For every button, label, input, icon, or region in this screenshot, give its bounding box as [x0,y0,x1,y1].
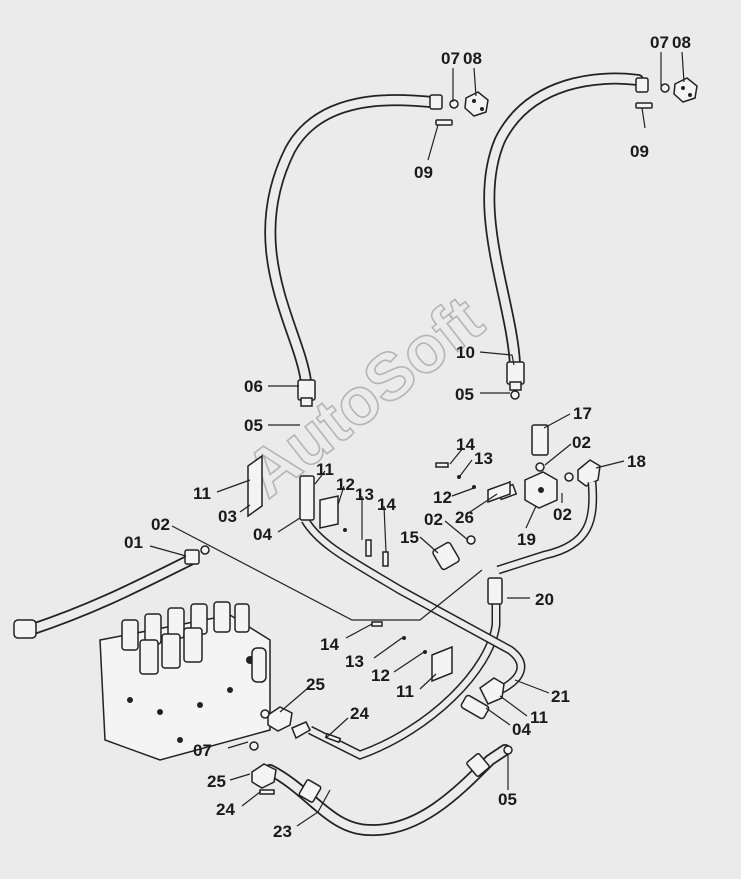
label-12: 12 [371,666,390,685]
hose-23 [264,744,513,837]
label-19: 19 [517,530,536,549]
label-21: 21 [551,687,570,706]
label-13: 13 [345,652,364,671]
label-25: 25 [306,675,325,694]
label-13: 13 [355,485,374,504]
label-24: 24 [216,800,235,819]
label-03: 03 [218,507,237,526]
fitting-15 [432,535,476,571]
label-05: 05 [455,385,474,404]
bracket-03 [247,454,389,567]
label-18: 18 [627,452,646,471]
label-08: 08 [672,33,691,52]
valve-block-19 [496,424,601,575]
label-12: 12 [433,488,452,507]
bracket-11-mid [371,621,453,683]
label-14: 14 [456,435,475,454]
part-labels: 07 08 09 07 08 09 10 05 06 05 17 14 13 0… [124,33,691,841]
label-11: 11 [193,484,211,503]
label-07: 07 [441,49,460,68]
label-12: 12 [336,475,355,494]
label-17: 17 [573,404,592,423]
hose-01 [13,545,210,639]
label-11: 11 [396,682,414,701]
label-06: 06 [244,377,263,396]
label-14: 14 [320,635,339,654]
label-20: 20 [535,590,554,609]
label-23: 23 [273,822,292,841]
label-09: 09 [630,142,649,161]
label-26: 26 [455,508,474,527]
hose-10 [483,72,698,400]
fitting-04-lower [460,677,505,720]
label-04: 04 [253,525,272,544]
label-07: 07 [650,33,669,52]
label-05: 05 [498,790,517,809]
label-02: 02 [424,510,443,529]
flange-25 [249,706,342,795]
label-15: 15 [400,528,419,547]
label-24: 24 [350,704,369,723]
label-14: 14 [377,495,396,514]
label-01: 01 [124,533,143,552]
hose-06 [264,91,489,407]
label-11: 11 [316,460,334,479]
tube-20-21 [301,517,526,760]
label-07: 07 [193,741,212,760]
label-11: 11 [530,708,548,727]
label-02: 02 [553,505,572,524]
label-04: 04 [512,720,531,739]
leader-lines [149,51,685,827]
label-02: 02 [151,515,170,534]
label-05: 05 [244,416,263,435]
label-13: 13 [474,449,493,468]
label-10: 10 [456,343,475,362]
label-02: 02 [572,433,591,452]
label-08: 08 [463,49,482,68]
label-25: 25 [207,772,226,791]
control-valve-bank [99,601,271,761]
label-09: 09 [414,163,433,182]
valve-spools [121,601,250,675]
